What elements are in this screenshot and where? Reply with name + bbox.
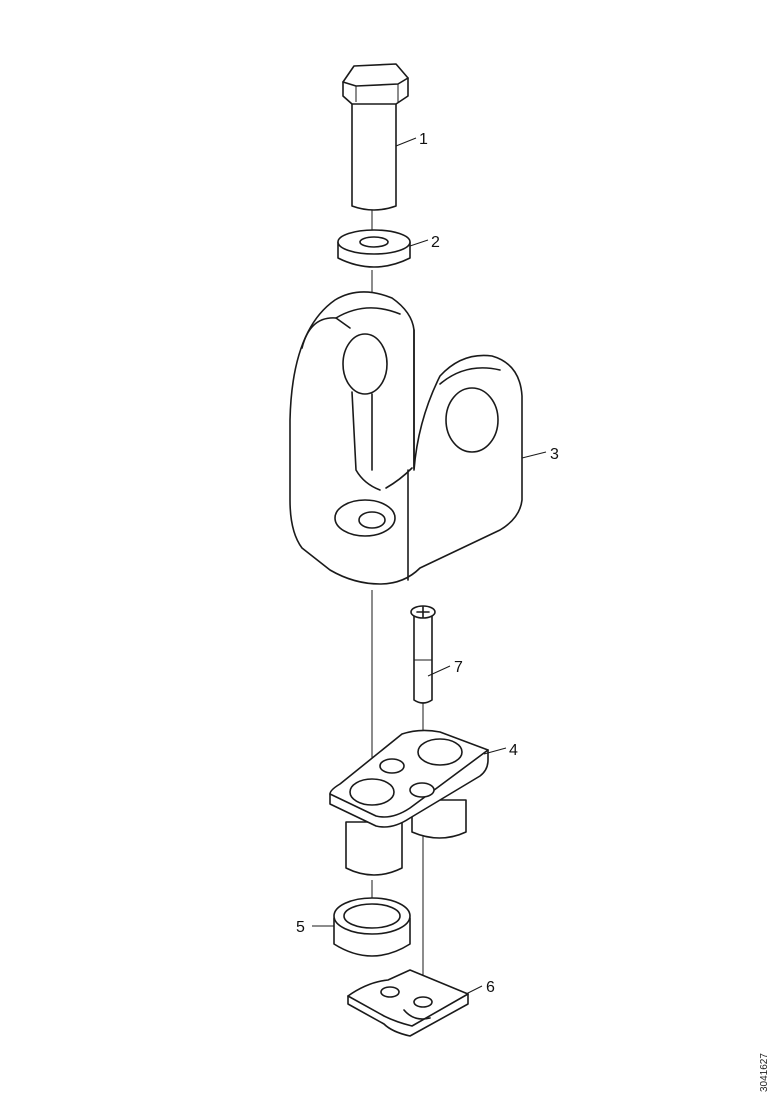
- drawing-code: 3041627: [759, 1053, 770, 1092]
- part-6-lock-plate: [347, 969, 469, 1037]
- callout-leaders: [312, 137, 547, 995]
- callout-5: 5: [296, 919, 305, 936]
- part-5-sleeve-ring: [333, 897, 411, 957]
- callout-7: 7: [454, 659, 463, 676]
- part-7-screw: [410, 605, 436, 704]
- part-4-bushing-plate: [329, 729, 489, 876]
- callout-2: 2: [431, 234, 440, 251]
- callout-6: 6: [486, 979, 495, 996]
- callout-1: 1: [419, 131, 428, 148]
- callout-3: 3: [550, 446, 559, 463]
- part-1-hex-bolt: [342, 63, 409, 211]
- part-3-clevis-bracket: [289, 291, 523, 585]
- part-2-washer: [337, 229, 411, 268]
- callout-4: 4: [509, 742, 518, 759]
